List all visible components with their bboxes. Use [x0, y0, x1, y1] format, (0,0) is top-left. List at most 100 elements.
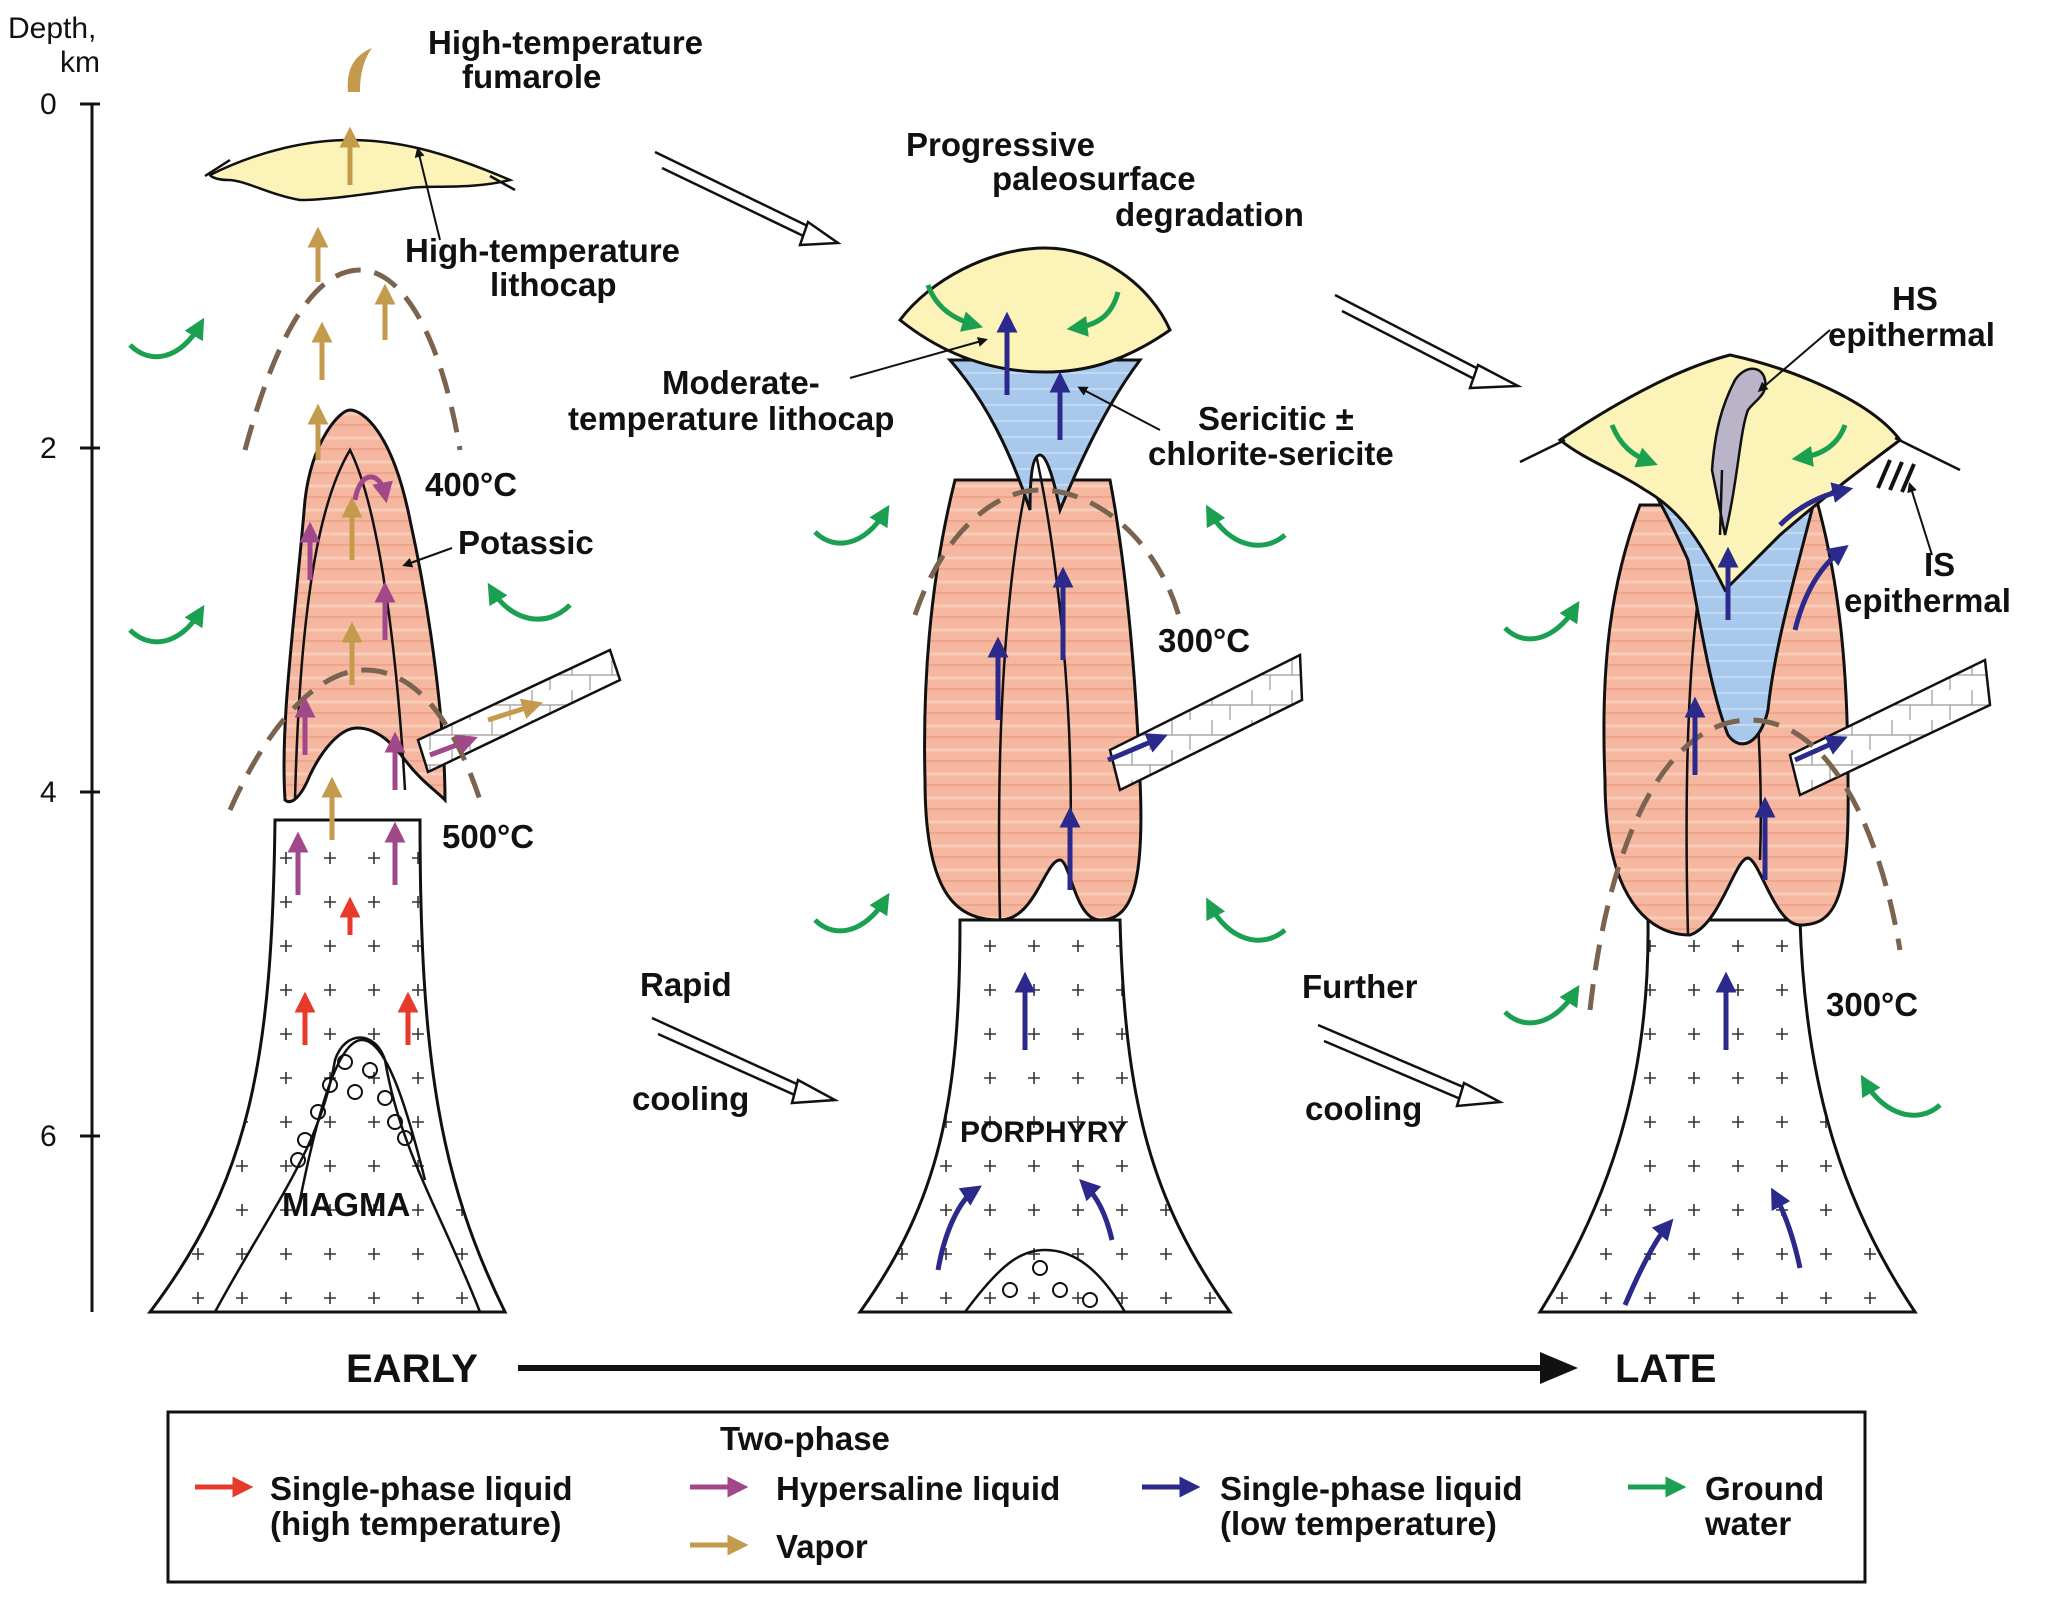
low-temp-arrow [1079, 1179, 1115, 1241]
low-temp-arrow [1107, 733, 1168, 763]
label-degradation-line2: paleosurface [992, 160, 1196, 197]
label-moderate-line2: temperature lithocap [568, 400, 894, 437]
hypersaline-arrow [352, 474, 393, 504]
legend: Two-phase Single-phase liquid (high temp… [166, 1410, 1867, 1584]
label-sericitic-line2: chlorite-sericite [1148, 435, 1394, 472]
legend-vapor: Vapor [776, 1528, 868, 1565]
transition-arrow-3 [790, 1078, 840, 1105]
is-epithermal-veins [1876, 459, 1916, 493]
early-intrusion [146, 818, 508, 1314]
legend-box [166, 1410, 1867, 1584]
early-red-arrows [294, 896, 419, 1045]
axis-title-line1: Depth, [8, 12, 96, 45]
low-temp-arrow [1622, 1218, 1674, 1306]
label-is-line1: IS [1924, 546, 1955, 583]
label-rapid: Rapid [640, 966, 732, 1003]
legend-single-low-line2: (low temperature) [1220, 1505, 1497, 1542]
label-hs-line1: HS [1892, 280, 1938, 317]
legend-single-low-line1: Single-phase liquid [1220, 1470, 1523, 1507]
low-temp-arrow [1793, 735, 1848, 763]
low-temp-arrow [1778, 482, 1854, 527]
timeline-arrow-head [1540, 1352, 1578, 1384]
late-intrusion [1537, 918, 1918, 1314]
depth-axis: Depth, km 0 2 4 6 [8, 12, 100, 1312]
label-lithocap-line1: High-temperature [405, 232, 680, 269]
stage-early: High-temperature fumarole High-temperatu… [128, 24, 703, 1314]
transition-arrows: Rapid cooling Further cooling [632, 150, 1523, 1127]
transition-arrow-1 [798, 220, 842, 247]
middle-magma-remnant [963, 1248, 1127, 1313]
groundwater-arrow [128, 317, 205, 360]
groundwater-arrow [1206, 897, 1287, 943]
groundwater-arrow [487, 582, 572, 622]
groundwater-arrow [1066, 291, 1121, 337]
label-early: EARLY [346, 1347, 478, 1391]
late-wall-rock [1788, 658, 1992, 797]
label-300c-middle: 300°C [1158, 622, 1250, 659]
high-temp-lithocap [208, 138, 514, 202]
hypersaline-arrow [429, 734, 478, 758]
groundwater-arrow [1503, 984, 1580, 1026]
legend-ground-line1: Ground [1705, 1470, 1824, 1507]
axis-title-line2: km [60, 46, 100, 79]
transition-arrow-2 [1468, 363, 1523, 390]
label-300c-late: 300°C [1826, 986, 1918, 1023]
early-hypersaline-arrows [287, 474, 478, 895]
timeline: EARLY LATE [346, 1347, 1716, 1391]
label-porphyry: PORPHYRY [960, 1116, 1127, 1149]
low-temp-arrow [935, 1185, 982, 1271]
early-magma-body [298, 1038, 427, 1201]
isotherm-400 [242, 267, 463, 451]
vapor-arrow [487, 698, 544, 723]
label-lithocap-line2: lithocap [490, 266, 617, 303]
groundwater-arrow [813, 504, 890, 546]
legend-hypersaline: Hypersaline liquid [776, 1470, 1060, 1507]
label-fumarole-line1: High-temperature [428, 24, 703, 61]
low-temp-arrow [1792, 544, 1849, 631]
tick-label-6: 6 [40, 1120, 57, 1153]
early-groundwater-arrows [128, 317, 572, 645]
legend-single-high-line2: (high temperature) [270, 1505, 562, 1542]
groundwater-arrow [813, 892, 890, 934]
middle-lowtemp-arrows [935, 311, 1168, 1271]
label-cooling-1: cooling [632, 1080, 749, 1117]
label-cooling-2: cooling [1305, 1090, 1422, 1127]
stage-middle: Progressive paleosurface degradation Mod… [568, 126, 1394, 1314]
groundwater-arrow [925, 284, 984, 332]
middle-groundwater-arrows [813, 284, 1287, 943]
isotherm-300-late [1587, 717, 1903, 1011]
stage-late: HS epithermal IS epithermal 300°C [1503, 280, 2011, 1314]
middle-wall-rock [1108, 653, 1304, 792]
label-magma: MAGMA [282, 1186, 410, 1223]
groundwater-arrow [1860, 1074, 1942, 1118]
label-hs-line2: epithermal [1828, 316, 1995, 353]
potassic-zone-middle [923, 478, 1143, 922]
label-sericitic-line1: Sericitic ± [1198, 400, 1354, 437]
label-moderate-line1: Moderate- [662, 364, 820, 401]
label-is-line2: epithermal [1844, 582, 2011, 619]
label-degradation-line1: Progressive [906, 126, 1095, 163]
isotherm-500 [227, 667, 483, 812]
isotherm-300-middle [912, 487, 1183, 621]
label-400c: 400°C [425, 466, 517, 503]
late-lowtemp-arrows [1622, 482, 1854, 1306]
groundwater-arrow [1503, 600, 1580, 642]
middle-intrusion [857, 918, 1233, 1314]
early-vapor-arrows [307, 126, 544, 840]
label-fumarole-line2: fumarole [462, 58, 601, 95]
tick-label-2: 2 [40, 432, 57, 465]
fumarole-plume [347, 48, 372, 92]
groundwater-arrow [1205, 504, 1287, 548]
late-groundwater-arrows [1503, 424, 1942, 1118]
middle-magma-clasts [1002, 1260, 1098, 1308]
legend-single-high-line1: Single-phase liquid [270, 1470, 573, 1507]
transition-arrow-4 [1455, 1081, 1505, 1108]
groundwater-arrow [1791, 424, 1848, 467]
label-degradation-line3: degradation [1115, 196, 1304, 233]
groundwater-arrow [1609, 424, 1658, 468]
low-temp-arrow [1771, 1187, 1803, 1269]
label-late: LATE [1615, 1347, 1716, 1391]
label-further: Further [1302, 968, 1418, 1005]
